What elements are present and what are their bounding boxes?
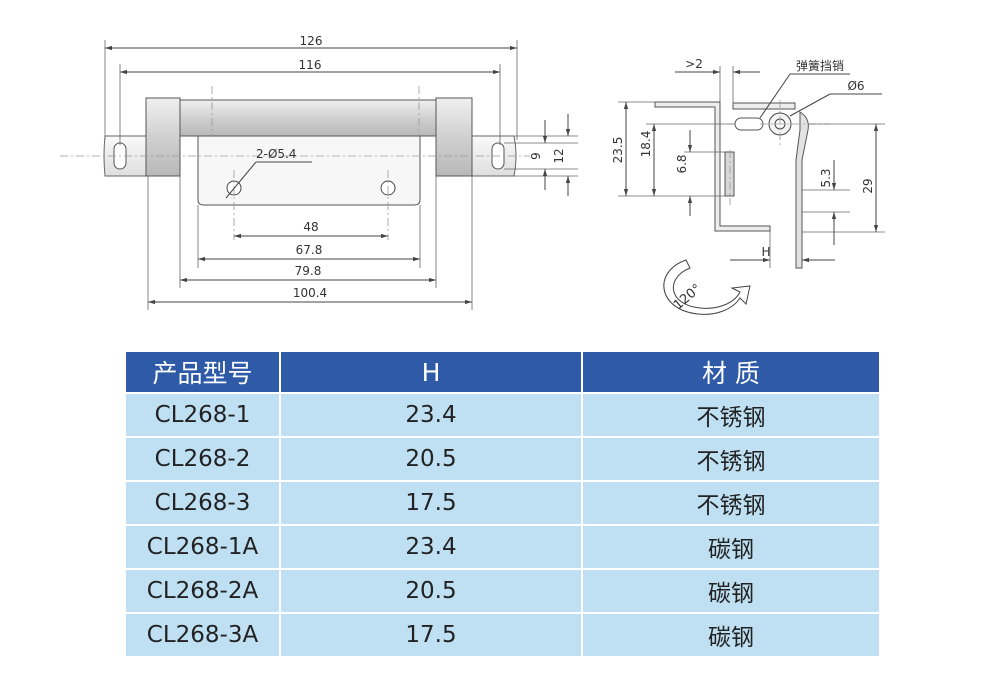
dim-body-width: 79.8 <box>295 264 322 278</box>
hinge-side-body <box>654 100 830 269</box>
cell-h: 23.4 <box>281 394 581 436</box>
cell-h: 20.5 <box>281 570 581 612</box>
spring-pin-label: 弹簧挡销 <box>796 58 844 73</box>
dim-leaf-width: 67.8 <box>296 243 323 257</box>
cell-model: CL268-1A <box>126 526 279 568</box>
side-view: >2 弹簧挡销 Ø6 23.5 18.4 6.8 <box>611 57 885 315</box>
cell-material: 不锈钢 <box>583 394 879 436</box>
dim-height-23-5: 23.5 <box>611 137 625 164</box>
technical-drawing: 126 116 2-Ø5.4 48 67.8 79.8 <box>60 34 885 315</box>
cell-material: 不锈钢 <box>583 438 879 480</box>
cell-model: CL268-2 <box>126 438 279 480</box>
header-h: H <box>281 352 581 392</box>
table-row: CL268-3A 17.5 碳钢 <box>126 614 879 656</box>
dim-height-6-8: 6.8 <box>675 154 689 173</box>
dim-gap: >2 <box>685 57 703 71</box>
cell-h: 20.5 <box>281 438 581 480</box>
dim-base-width: 100.4 <box>293 286 327 300</box>
table-row: CL268-3 17.5 不锈钢 <box>126 482 879 524</box>
cell-material: 不锈钢 <box>583 482 879 524</box>
cell-material: 碳钢 <box>583 614 879 656</box>
hinge-front-body <box>60 86 530 240</box>
dim-pin-span: 116 <box>299 58 322 72</box>
cell-model: CL268-1 <box>126 394 279 436</box>
dim-overall-width: 126 <box>300 34 323 48</box>
dim-hole-label: 2-Ø5.4 <box>256 147 297 161</box>
cell-model: CL268-2A <box>126 570 279 612</box>
header-model: 产品型号 <box>126 352 279 392</box>
dim-slot-height: 9 <box>529 152 543 160</box>
dim-tab-height: 12 <box>552 148 566 163</box>
dim-height-18-4: 18.4 <box>639 131 653 158</box>
table-header-row: 产品型号 H 材 质 <box>126 352 879 392</box>
cell-h: 17.5 <box>281 482 581 524</box>
rotation-arrow-icon: 120° <box>663 259 751 315</box>
dim-offset-h: H <box>761 245 770 259</box>
front-view: 126 116 2-Ø5.4 48 67.8 79.8 <box>60 34 578 310</box>
dim-height-5-3: 5.3 <box>819 168 833 187</box>
table-row: CL268-2A 20.5 碳钢 <box>126 570 879 612</box>
table-row: CL268-2 20.5 不锈钢 <box>126 438 879 480</box>
table-row: CL268-1A 23.4 碳钢 <box>126 526 879 568</box>
cell-material: 碳钢 <box>583 526 879 568</box>
header-material: 材 质 <box>583 352 879 392</box>
dim-pin-diameter: Ø6 <box>847 79 864 93</box>
spec-table: 产品型号 H 材 质 CL268-1 23.4 不锈钢 CL268-2 20.5… <box>124 350 881 658</box>
cell-h: 17.5 <box>281 614 581 656</box>
dim-height-29: 29 <box>861 178 875 193</box>
cell-model: CL268-3 <box>126 482 279 524</box>
cell-h: 23.4 <box>281 526 581 568</box>
dim-hole-pitch: 48 <box>303 220 318 234</box>
cell-material: 碳钢 <box>583 570 879 612</box>
cell-model: CL268-3A <box>126 614 279 656</box>
table-row: CL268-1 23.4 不锈钢 <box>126 394 879 436</box>
